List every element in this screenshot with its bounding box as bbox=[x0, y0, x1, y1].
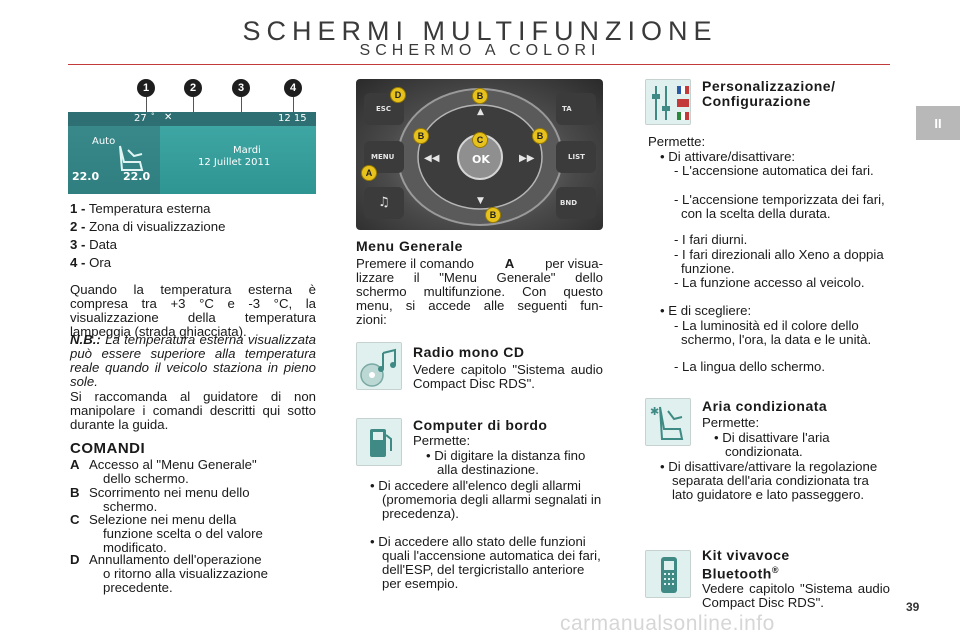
ok-button[interactable]: OK bbox=[472, 153, 490, 166]
callout-line-2 bbox=[193, 97, 194, 121]
legend-item-2: 2 - Zona di visualizzazione bbox=[70, 219, 226, 234]
callout-3: 3 bbox=[232, 79, 250, 97]
esc-button[interactable]: ESC bbox=[376, 105, 391, 113]
chapter-tab: II bbox=[916, 106, 960, 140]
pers-dash-4: - I fari direzionali allo Xeno a doppia … bbox=[674, 247, 884, 276]
nb-paragraph: N.B.: La temperatura esterna visualizzat… bbox=[70, 332, 316, 389]
page-title: SCHERMI MULTIFUNZIONE bbox=[242, 16, 718, 46]
marker-d: D bbox=[390, 87, 406, 103]
pers-dash-1: - L'accensione automatica dei fari. bbox=[674, 163, 874, 178]
pers-dash-2: - L'accensione temporizzata dei fari, co… bbox=[674, 192, 885, 221]
marker-b-bottom: B bbox=[485, 207, 501, 223]
marker-b-top: B bbox=[472, 88, 488, 104]
svg-text:✱: ✱ bbox=[650, 405, 659, 418]
computer-title: Computer di bordo bbox=[413, 417, 548, 433]
callout-line-1 bbox=[146, 97, 147, 114]
radio-cd-icon bbox=[356, 342, 402, 390]
comandi-title: COMANDI bbox=[70, 440, 146, 457]
menu-generale-title: Menu Generale bbox=[356, 238, 463, 254]
multifunction-screen: 27 ° ✕ 12 15 Auto 22.0 22.0 Mardi 12 Jui… bbox=[68, 112, 316, 194]
computer-permette: Permette: bbox=[413, 433, 471, 448]
callout-4: 4 bbox=[284, 79, 302, 97]
temperature-paragraph: Quando la temperatura esterna è compresa… bbox=[70, 282, 316, 339]
trip-computer-icon bbox=[356, 418, 402, 466]
down-arrow-icon[interactable]: ▼ bbox=[477, 196, 484, 206]
pers-dash-6: - La luminosità ed il colore dello scher… bbox=[674, 318, 872, 347]
kit-title: Kit vivavoce Bluetooth® bbox=[702, 547, 790, 582]
screen-temp-left: 22.0 bbox=[72, 170, 100, 183]
aria-sub-bullet: • Di disattivare l'aria condizionata. bbox=[714, 430, 830, 459]
radio-title: Radio mono CD bbox=[413, 344, 525, 360]
aria-title: Aria condizionata bbox=[702, 398, 828, 414]
pers-dash-7: - La lingua dello schermo. bbox=[674, 359, 826, 374]
personalizzazione-title: Personalizzazione/ Configurazione bbox=[702, 78, 836, 109]
marker-b-right: B bbox=[532, 128, 548, 144]
screen-day: Mardi bbox=[233, 145, 261, 156]
screen-mode: Auto bbox=[92, 136, 116, 147]
radio-text: Vedere capitolo "Sistema audio Compact D… bbox=[413, 362, 603, 391]
fan-icon: ✕ bbox=[164, 112, 173, 123]
marker-c: C bbox=[472, 132, 488, 148]
pers-dash-3: - I fari diurni. bbox=[674, 232, 748, 247]
page-number: 39 bbox=[906, 600, 920, 614]
aria-bullet-1: • Di disattivare/attivare la regolazione… bbox=[660, 459, 878, 502]
marker-b-left: B bbox=[413, 128, 429, 144]
menu-button[interactable]: MENU bbox=[371, 153, 395, 161]
pers-dash-5: - La funzione accesso al veicolo. bbox=[674, 275, 865, 290]
personalizzazione-permette: Permette: bbox=[648, 134, 706, 149]
screen-clock: 12 15 bbox=[278, 113, 307, 124]
snowflake-icon: ° bbox=[151, 112, 155, 120]
computer-bullet-1: • Di accedere all'elenco degli allarmi (… bbox=[370, 478, 602, 521]
marker-a: A bbox=[361, 165, 377, 181]
computer-sub-bullet: • Di digitare la distanza fino alla dest… bbox=[426, 448, 586, 477]
page-subtitle: SCHERMO A COLORI bbox=[359, 42, 601, 59]
personalizzazione-bullet-1: • Di attivare/disattivare: bbox=[660, 149, 796, 164]
up-arrow-icon[interactable]: ▲ bbox=[477, 107, 484, 117]
screen-temp-right: 22.0 bbox=[123, 170, 151, 183]
watermark: carmanualsonline.info bbox=[560, 612, 775, 635]
legend-item-4: 4 - Ora bbox=[70, 255, 112, 270]
ta-button[interactable]: TA bbox=[562, 105, 572, 113]
callout-2: 2 bbox=[184, 79, 202, 97]
personalizzazione-bullet-2: • E di scegliere: bbox=[660, 303, 752, 318]
control-panel-image: ESC TA MENU LIST BND OK ◀◀ ▶▶ ▲ ▼ ♫ D B … bbox=[356, 79, 603, 230]
computer-bullet-2: • Di accedere allo stato delle funzioni … bbox=[370, 534, 601, 591]
phone-icon bbox=[645, 550, 691, 598]
list-button[interactable]: LIST bbox=[568, 153, 585, 161]
header-rule bbox=[68, 64, 890, 65]
kit-text: Vedere capitolo "Sistema audio Compact D… bbox=[702, 581, 890, 610]
air-conditioning-icon: ✱ bbox=[645, 398, 691, 446]
legend-item-3: 3 - Data bbox=[70, 237, 117, 252]
forward-icon[interactable]: ▶▶ bbox=[519, 153, 535, 164]
screen-status-bar bbox=[68, 112, 316, 126]
settings-icon bbox=[645, 79, 691, 125]
screen-outside-temp: 27 bbox=[134, 113, 147, 124]
callout-1: 1 bbox=[137, 79, 155, 97]
warning-paragraph: Si raccomanda al guidatore di non manipo… bbox=[70, 389, 316, 432]
bnd-button[interactable]: BND bbox=[560, 199, 578, 207]
aria-permette: Permette: bbox=[702, 415, 760, 430]
seat-icon bbox=[119, 145, 144, 171]
callout-line-4 bbox=[293, 97, 294, 114]
legend-item-1: 1 - Temperatura esterna bbox=[70, 201, 211, 216]
music-note-icon[interactable]: ♫ bbox=[378, 195, 390, 210]
screen-date: 12 Juillet 2011 bbox=[198, 157, 271, 168]
rewind-icon[interactable]: ◀◀ bbox=[424, 153, 440, 164]
